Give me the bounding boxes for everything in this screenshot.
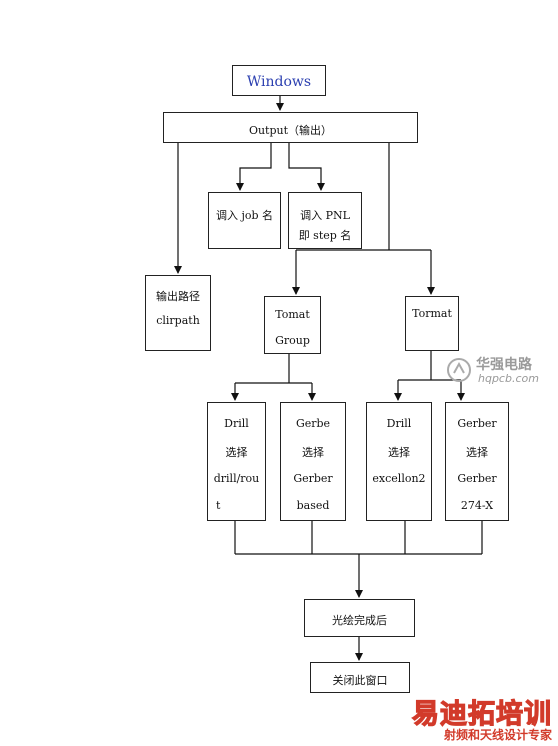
drill-excellon-node: Drill 选择 excellon2: [366, 402, 432, 521]
format-group-node: Tomat Group: [264, 296, 321, 354]
format-label: Tormat: [412, 307, 452, 320]
drill-rout-label-line4: t: [216, 499, 221, 512]
windows-label: Windows: [246, 74, 312, 90]
site-watermark: 易迪拓培训 射频和天线设计专家: [398, 692, 556, 744]
load-pnl-label-line2: 即 step 名: [298, 229, 352, 242]
gerber-based-label-line3: Gerber: [293, 472, 333, 485]
drill-rout-label-line2: 选择: [225, 446, 248, 459]
hqpcb-logo-icon: [447, 358, 471, 382]
output-node: Output（输出）: [163, 112, 418, 143]
after-plot-label: 光绘完成后: [332, 614, 387, 627]
site-name: 易迪拓培训: [411, 698, 552, 730]
gerber-based-label-line1: Gerbe: [295, 417, 331, 430]
load-pnl-label-line1: 调入 PNL: [300, 209, 350, 222]
drill-rout-label-line3: drill/rou: [213, 472, 260, 485]
output-path-label-line2: clirpath: [156, 314, 200, 327]
gerber-based-label-line4: based: [296, 499, 330, 512]
format-node: Tormat: [405, 296, 459, 351]
drill-rout-label-line1: Drill: [224, 417, 249, 430]
windows-node: Windows: [232, 65, 326, 96]
drill-excellon-label-line1: Drill: [386, 417, 412, 430]
format-group-label-line2: Group: [275, 334, 310, 347]
format-group-label-line1: Tomat: [275, 308, 310, 321]
hqpcb-url: hqpcb.com: [478, 372, 539, 385]
hqpcb-watermark: 华强电路 hqpcb.com: [446, 354, 556, 386]
gerber-274x-label-line1: Gerber: [457, 417, 497, 430]
gerber-274x-node: Gerber 选择 Gerber 274-X: [445, 402, 509, 521]
load-job-label: 调入 job 名: [215, 209, 274, 222]
site-subtitle: 射频和天线设计专家: [443, 728, 552, 742]
gerber-based-label-line2: 选择: [302, 446, 324, 459]
close-window-label: 关闭此窗口: [332, 674, 388, 687]
drill-rout-node: Drill 选择 drill/rou t: [207, 402, 266, 521]
gerber-274x-label-line4: 274-X: [460, 499, 494, 512]
output-label: Output（输出）: [248, 124, 333, 137]
gerber-based-node: Gerbe 选择 Gerber based: [280, 402, 346, 521]
hqpcb-name: 华强电路: [476, 357, 532, 373]
after-plot-node: 光绘完成后: [304, 599, 415, 637]
drill-excellon-label-line3: excellon2: [372, 472, 426, 485]
gerber-274x-label-line3: Gerber: [457, 472, 497, 485]
load-pnl-node: 调入 PNL 即 step 名: [288, 192, 362, 249]
load-job-node: 调入 job 名: [208, 192, 281, 249]
gerber-274x-label-line2: 选择: [466, 446, 488, 459]
drill-excellon-label-line2: 选择: [388, 446, 410, 459]
output-path-label-line1: 输出路径: [156, 290, 200, 303]
close-window-node: 关闭此窗口: [310, 662, 410, 693]
output-path-node: 输出路径 clirpath: [145, 275, 211, 351]
